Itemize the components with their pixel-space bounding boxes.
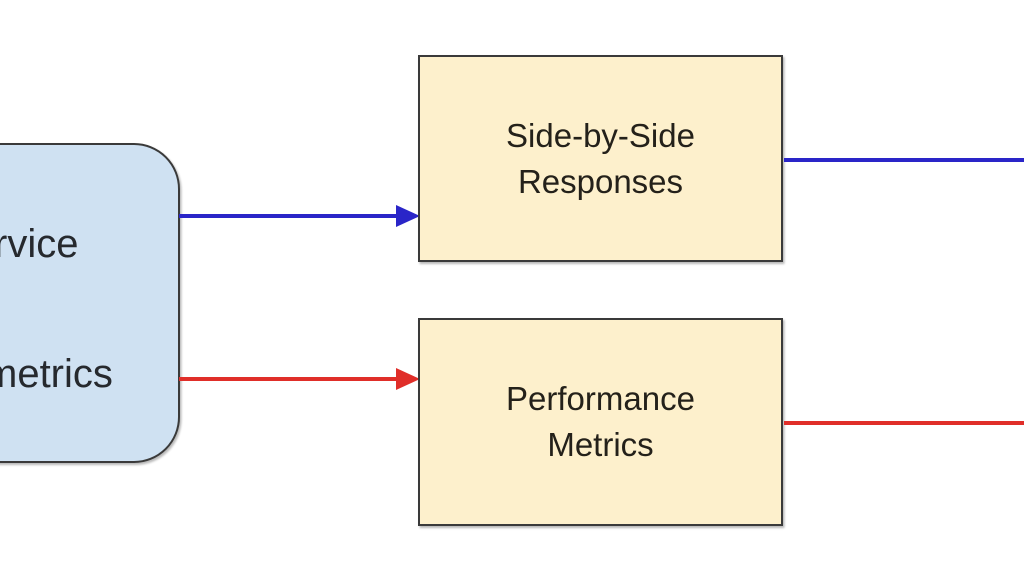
performance-metrics-label-line2: Metrics [547, 426, 654, 463]
blue-arrow-shaft [179, 214, 398, 218]
blue-arrowhead-icon [396, 205, 420, 227]
performance-metrics-box: Performance Metrics [418, 318, 783, 526]
blue-output-line [784, 158, 1024, 162]
source-box-text-fragment-1: rvice [0, 222, 79, 266]
side-by-side-responses-label-line1: Side-by-Side [506, 116, 695, 154]
side-by-side-responses-box: Side-by-Side Responses [418, 55, 783, 262]
performance-metrics-label-line1: Performance [506, 380, 695, 417]
side-by-side-responses-label-line2: Responses [517, 162, 684, 200]
source-box-text-fragment-2: metrics [0, 352, 113, 396]
red-arrowhead-icon [396, 368, 420, 390]
red-output-line [784, 421, 1024, 425]
red-arrow-shaft [179, 377, 398, 381]
source-box [0, 143, 180, 463]
